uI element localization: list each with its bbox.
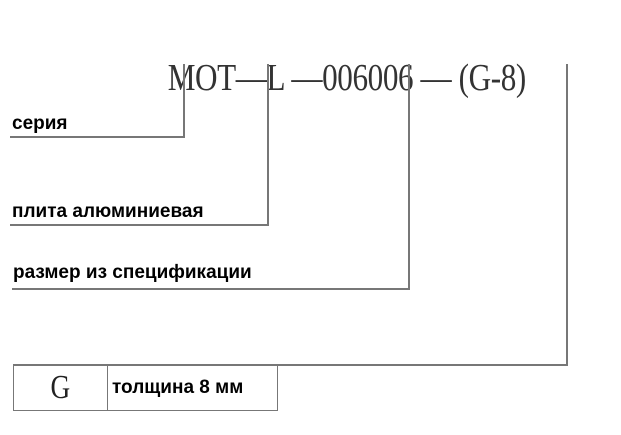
connector-series-vertical [183, 64, 185, 138]
connector-size-horizontal [12, 288, 410, 290]
code-dash: — [420, 57, 452, 99]
product-code: MOT—L —006006 — (G-8) [153, 12, 526, 100]
legend-table: G толщина 8 мм [13, 365, 278, 411]
label-material: плита алюминиевая [12, 201, 204, 222]
label-size: размер из спецификации [13, 262, 252, 283]
code-part-series: MOT [167, 57, 236, 99]
code-part-thickness: (G-8) [458, 57, 527, 99]
legend-row: G толщина 8 мм [13, 365, 278, 411]
connector-material-horizontal [10, 224, 269, 226]
code-dash: — [235, 57, 267, 99]
code-part-size: 006006 [322, 57, 414, 99]
legend-description: толщина 8 мм [107, 365, 278, 411]
code-part-material: L [266, 57, 285, 99]
connector-series-horizontal [10, 136, 185, 138]
connector-thickness-horizontal [13, 364, 568, 366]
legend-symbol: G [13, 365, 108, 411]
label-series: серия [12, 113, 68, 134]
connector-size-vertical [408, 64, 410, 290]
connector-material-vertical [267, 64, 269, 226]
code-dash: — [291, 57, 323, 99]
connector-thickness-vertical [566, 64, 568, 366]
